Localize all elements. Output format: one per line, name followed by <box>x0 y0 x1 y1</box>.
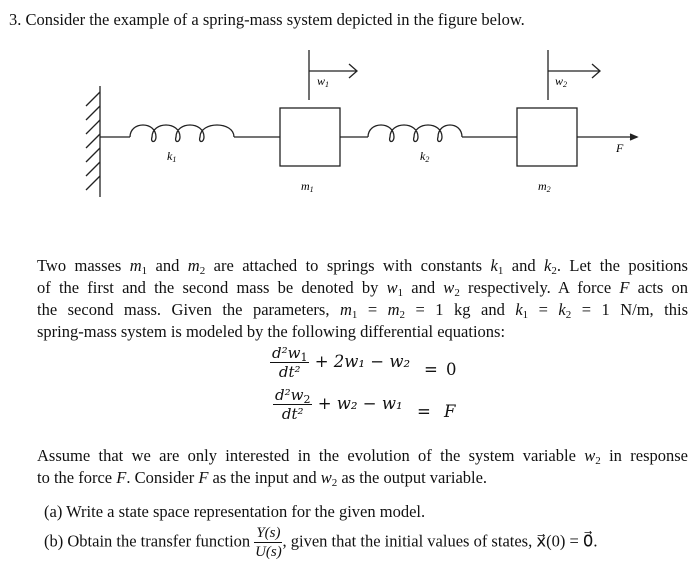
equation-2-rhs: F <box>444 402 456 421</box>
math-symbol: w2 <box>584 446 601 467</box>
text-segment: and <box>403 278 444 297</box>
math-symbol: m1 <box>339 300 358 321</box>
transfer-function-fraction: Y(s)U(s) <box>254 525 283 560</box>
math-symbol: k2 <box>544 256 557 277</box>
text-segment: = 1 N/m, this <box>571 300 688 319</box>
mass-m1 <box>279 107 341 167</box>
part-b-suffix: , given that the initial values of state… <box>282 531 598 551</box>
text-segment: acts on <box>629 278 688 297</box>
math-symbol: k1 <box>515 300 529 321</box>
math-symbol: m2 <box>187 256 206 277</box>
wall-hatching <box>85 91 101 191</box>
text-segment: = <box>528 300 559 319</box>
text-segment: = 1 kg and <box>405 300 516 319</box>
text-segment: and <box>147 256 188 275</box>
part-b-prefix: (b) Obtain the transfer function <box>44 531 251 551</box>
text-segment: and <box>503 256 545 275</box>
math-symbol: F <box>116 468 127 487</box>
math-symbol: w1 <box>386 278 404 299</box>
math-symbol: F <box>198 468 209 487</box>
text-segment: Two masses <box>37 256 130 275</box>
w2-displacement-arrow <box>547 50 601 100</box>
text-segment: spring-mass system is modeled by the fol… <box>37 322 506 341</box>
spring-k1 <box>100 124 280 143</box>
equation-1-rhs: 0 <box>446 360 457 379</box>
force-arrow <box>577 133 639 141</box>
text-segment: are attached to springs with constants <box>205 256 491 275</box>
spring-mass-figure: k1 k2 m1 m2 w1 w2 F <box>85 50 639 197</box>
label-k2: k2 <box>420 149 429 164</box>
text-line: the second mass. Given the parameters, m… <box>37 300 688 321</box>
text-segment: = <box>357 300 388 319</box>
text-segment: the second mass. Given the parameters, <box>37 300 340 319</box>
label-m1: m1 <box>301 179 314 194</box>
text-segment: respectively. A force <box>459 278 620 297</box>
text-line: Assume that we are only interested in th… <box>37 446 688 467</box>
text-segment: . Consider <box>126 468 199 487</box>
math-symbol: F <box>619 278 630 297</box>
label-k1: k1 <box>167 149 176 164</box>
question-heading: 3. Consider the example of a spring-mass… <box>9 10 525 29</box>
text-line: Two masses m1 and m2 are attached to spr… <box>37 256 688 277</box>
mass-m2 <box>516 107 578 167</box>
label-w2: w2 <box>555 74 567 89</box>
text-segment: of the first and the second mass be deno… <box>37 278 387 297</box>
text-segment: as the output variable. <box>337 468 488 487</box>
part-b: (b) Obtain the transfer function Y(s)U(s… <box>44 524 598 561</box>
math-symbol: w2 <box>443 278 460 299</box>
equation-2-equals: = <box>417 402 431 421</box>
math-symbol: m2 <box>387 300 406 321</box>
text-segment: as the input and <box>208 468 321 487</box>
text-line: to the force F. Consider F as the input … <box>37 468 688 489</box>
text-segment: . Let the positions <box>556 256 688 275</box>
equation-1-equals: = <box>424 360 438 379</box>
math-symbol: k1 <box>490 256 504 277</box>
label-force: F <box>615 141 624 155</box>
text-segment: Assume that we are only interested in th… <box>37 446 585 465</box>
math-symbol: k2 <box>558 300 572 321</box>
text-line: of the first and the second mass be deno… <box>37 278 688 299</box>
math-symbol: w2 <box>320 468 338 489</box>
text-segment: to the force <box>37 468 117 487</box>
label-w1: w1 <box>317 74 329 89</box>
text-segment: in response <box>600 446 688 465</box>
w1-displacement-arrow <box>308 50 358 100</box>
spring-k2 <box>340 124 517 143</box>
part-a: (a) Write a state space representation f… <box>44 502 426 521</box>
text-line: spring-mass system is modeled by the fol… <box>37 322 688 342</box>
math-symbol: m1 <box>129 256 148 277</box>
label-m2: m2 <box>538 179 551 194</box>
